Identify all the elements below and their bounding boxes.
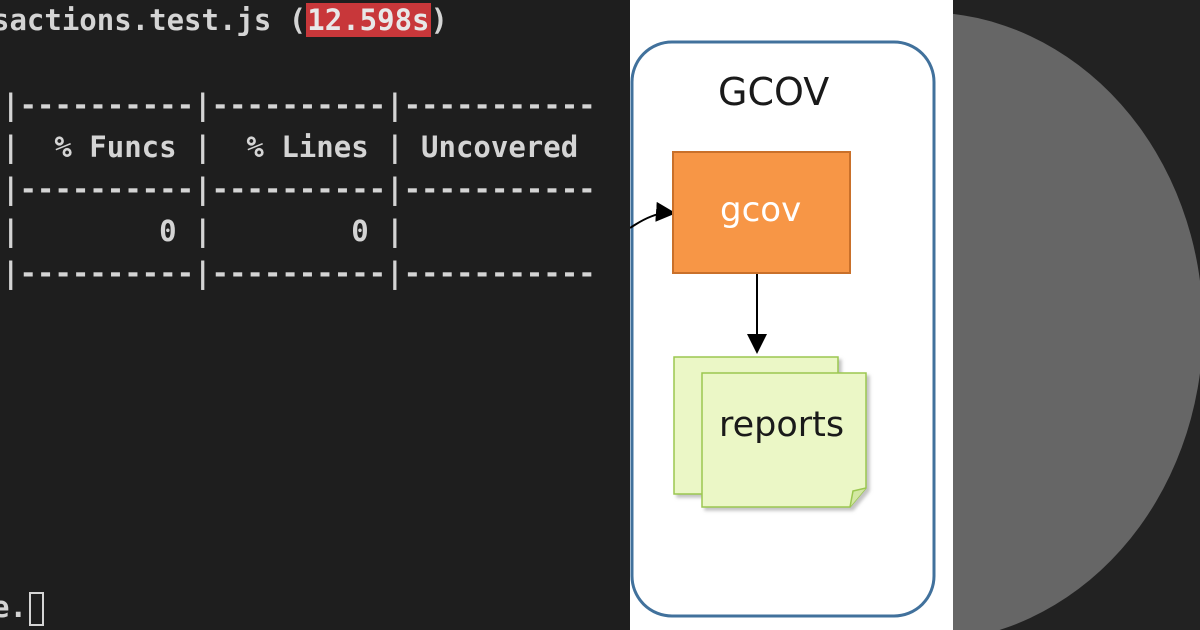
gcov-diagram <box>630 40 936 618</box>
test-file-line-close: ) <box>430 3 448 37</box>
table-data-row: | 0 | 0 | <box>2 214 404 248</box>
table-rule-bottom: |----------|----------|----------- <box>2 256 596 290</box>
table-rule-top: |----------|----------|----------- <box>2 88 596 122</box>
incoming-arrow <box>630 201 676 229</box>
table-header-row: | % Funcs | % Lines | Uncovered <box>2 130 579 164</box>
gcov-diagram-panel: GCOV gcov reports <box>630 0 953 630</box>
decorative-circle <box>953 12 1200 630</box>
gcov-process-box <box>672 151 851 274</box>
terminal-cursor <box>28 592 44 626</box>
test-file-name: sactions.test.js ( <box>0 3 307 37</box>
test-duration-badge: 12.598s <box>306 3 431 37</box>
reports-label: reports <box>719 405 845 445</box>
gcov-container-frame <box>630 40 936 618</box>
prompt-text: e. <box>0 590 27 624</box>
test-file-line: sactions.test.js (12.598s) <box>0 3 448 37</box>
gcov-container-title: GCOV <box>718 70 830 114</box>
report-page-fold <box>849 487 867 508</box>
gcov-process-label: gcov <box>720 190 802 230</box>
table-rule-mid: |----------|----------|----------- <box>2 172 596 206</box>
prompt-line[interactable]: e. <box>0 590 44 626</box>
decorative-panel <box>953 0 1200 630</box>
terminal-panel: sactions.test.js (12.598s) |----------|-… <box>0 3 596 626</box>
